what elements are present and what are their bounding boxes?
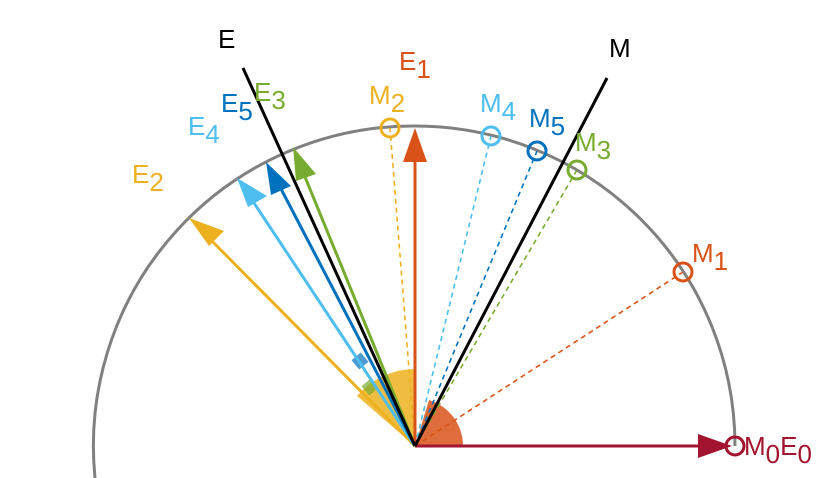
dashed-line-m2 [389,127,416,447]
arrow-e1 [403,128,427,446]
label-m0e0: M0E0 [744,431,812,469]
label-e4: E4 [188,111,220,149]
label-e1: E1 [399,46,431,84]
arrow-e2 [189,218,417,448]
line-e [241,67,417,447]
label-e-line: E [218,24,235,54]
marker-m2 [379,117,401,139]
label-m5: M5 [529,103,565,141]
label-e3: E3 [254,77,286,115]
arrow-e4 [237,178,417,447]
line-m [413,77,609,447]
arrow-e3 [293,147,417,447]
label-e2: E2 [132,159,164,197]
dashed-line-m1 [414,271,684,447]
marker-m4 [480,125,502,147]
label-m4: M4 [480,88,516,126]
angle-arc-m1 [415,400,464,446]
arrow-e5 [266,162,417,447]
dashed-line-m3 [414,169,578,447]
marker-m5 [526,140,548,162]
dashed-line-m5 [414,150,538,447]
label-m-line: M [609,33,631,63]
label-m3: M3 [575,127,611,165]
marker-m0e0 [724,435,746,457]
dashed-line-m4 [414,135,492,447]
marker-m1 [672,261,694,283]
arrow-m0e0 [415,434,732,458]
unit-circle [91,124,737,478]
marker-m3 [566,159,588,181]
label-m1: M1 [692,238,728,276]
label-m2: M2 [369,80,405,118]
label-e5: E5 [221,88,253,126]
